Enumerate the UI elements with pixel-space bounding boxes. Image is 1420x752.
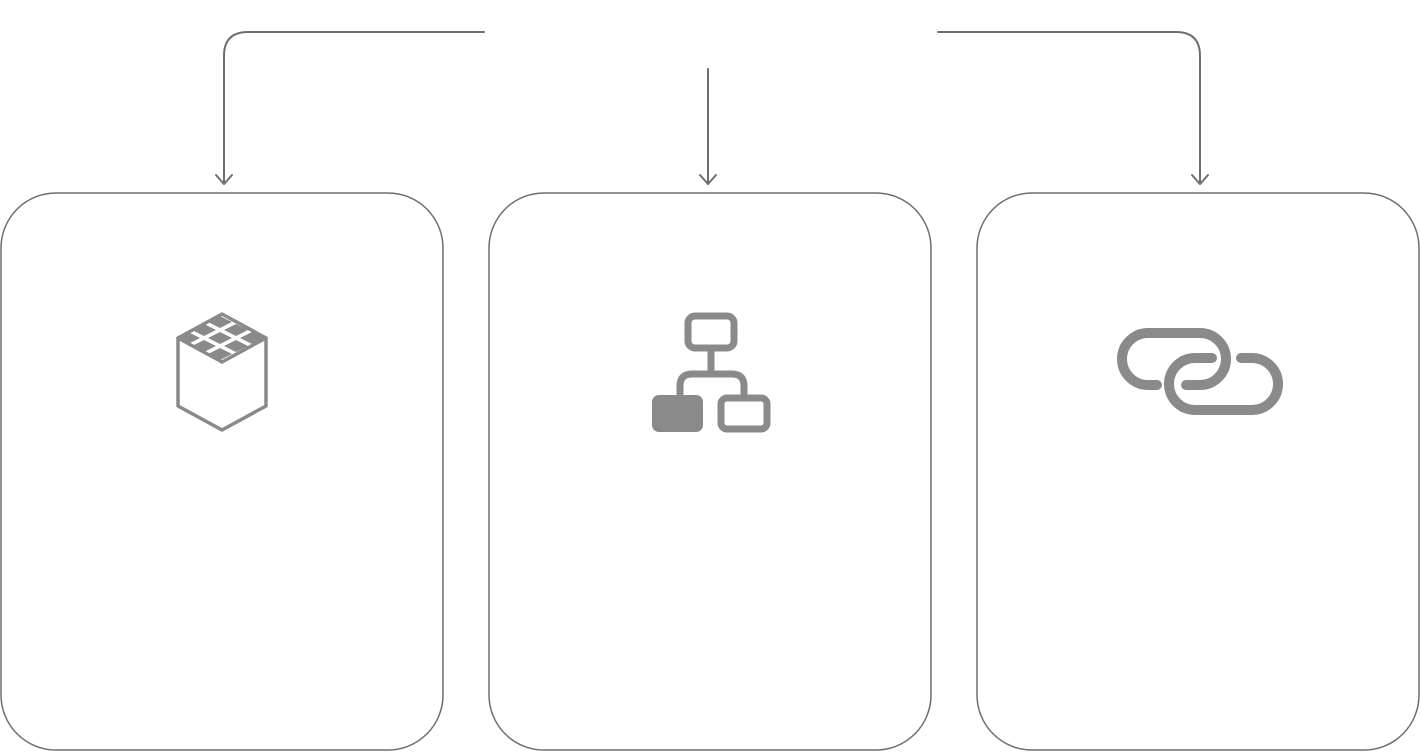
hierarchy-icon [652, 312, 771, 433]
card-right-frame [976, 192, 1420, 751]
link-icon [1117, 328, 1283, 415]
arrowhead-left [215, 174, 233, 185]
cube-grid-icon [176, 312, 268, 432]
card-center-frame [488, 192, 932, 751]
connector-right [937, 31, 1201, 185]
card-left[interactable] [0, 192, 444, 751]
card-left-frame [0, 192, 444, 751]
card-right[interactable] [976, 192, 1420, 751]
card-center[interactable] [488, 192, 932, 751]
arrowhead-right [1191, 174, 1209, 185]
connectors [215, 31, 1209, 185]
arrowhead-center [699, 174, 717, 185]
connector-left [223, 31, 485, 185]
